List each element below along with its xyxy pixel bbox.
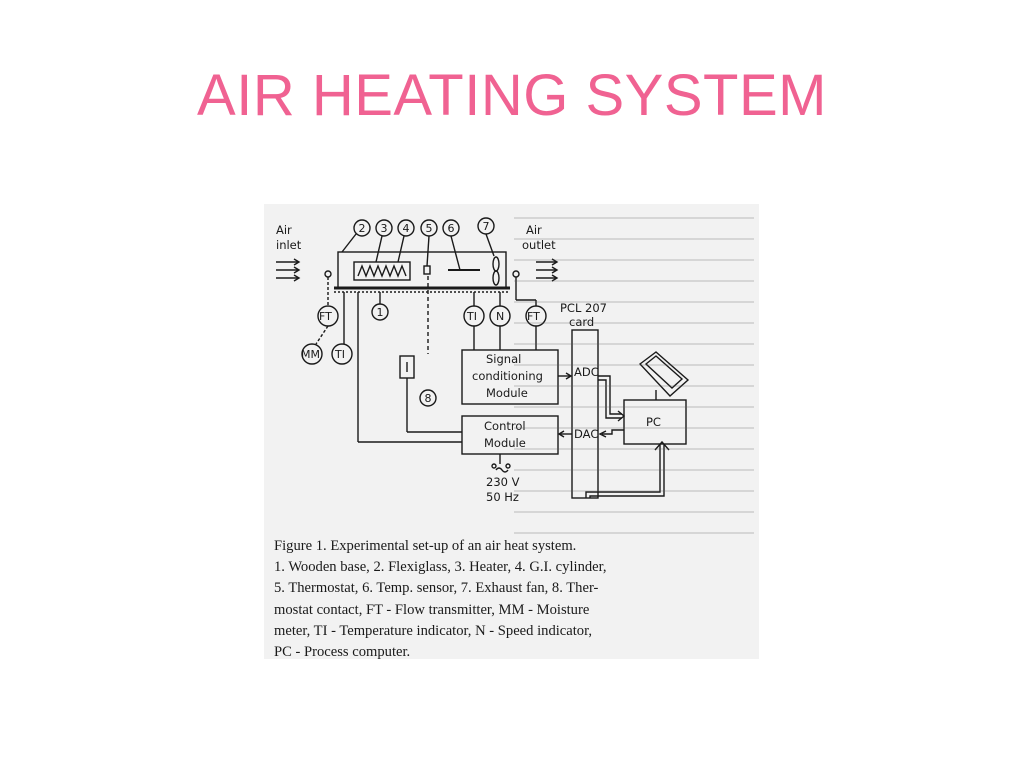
- power-label-1: 230 V: [486, 475, 520, 489]
- signal-conditioning-module: [461, 349, 559, 405]
- signal-label-2: conditioning: [472, 369, 543, 383]
- caption-line-4: mostat contact, FT - Flow transmitter, M…: [274, 601, 590, 618]
- n-speed-label: N: [496, 310, 504, 323]
- caption-line-3: 5. Thermostat, 6. Temp. sensor, 7. Exhau…: [274, 580, 599, 597]
- monitor-icon: [638, 351, 690, 400]
- marker-3: 3: [381, 222, 388, 235]
- signal-label-1: Signal: [486, 352, 521, 366]
- ft-left-label: FT: [319, 310, 332, 323]
- air-outlet-label-1: Air: [526, 223, 542, 237]
- figure-caption: Figure 1. Experimental set-up of an air …: [274, 536, 706, 663]
- caption-line-5: meter, TI - Temperature indicator, N - S…: [274, 622, 593, 639]
- outlet-arrows: [536, 258, 559, 282]
- marker-8: 8: [425, 392, 432, 405]
- pcl-card: [571, 329, 599, 499]
- marker-5: 5: [426, 222, 433, 235]
- marker-6: 6: [448, 222, 455, 235]
- ft-right-label: FT: [527, 310, 540, 323]
- thermostat-contact: [399, 276, 462, 433]
- mm-label: MM: [301, 348, 320, 361]
- number-markers: 2 3 4 5 6 7 1 8: [341, 217, 495, 407]
- ti-left-label: TI: [334, 348, 345, 361]
- left-instruments: FT MM TI: [301, 277, 353, 365]
- data-link-arrows: [585, 375, 670, 498]
- control-label-2: Module: [484, 436, 526, 450]
- pc-box: [623, 399, 687, 445]
- marker-4: 4: [403, 222, 410, 235]
- inlet-arrows: [276, 258, 301, 282]
- caption-line-2: 1. Wooden base, 2. Flexiglass, 3. Heater…: [274, 559, 607, 576]
- dac-label: DAC: [574, 427, 598, 441]
- marker-2: 2: [359, 222, 366, 235]
- power-label-2: 50 Hz: [486, 490, 519, 504]
- air-heating-diagram: Air inlet Air outlet: [276, 217, 690, 504]
- power-supply: [491, 454, 511, 473]
- control-module: [461, 415, 559, 455]
- air-outlet-label-2: outlet: [522, 238, 556, 252]
- adc-label: ADC: [574, 365, 599, 379]
- air-inlet-label-2: inlet: [276, 238, 302, 252]
- pc-label: PC: [646, 415, 661, 429]
- pcl-label-2: card: [569, 315, 594, 329]
- marker-1: 1: [377, 306, 384, 319]
- air-duct: [324, 251, 520, 293]
- caption-line-1: Figure 1. Experimental set-up of an air …: [274, 538, 577, 554]
- control-label-1: Control: [484, 419, 526, 433]
- marker-7: 7: [483, 220, 490, 233]
- slide-title: AIR HEATING SYSTEM: [197, 63, 827, 128]
- air-inlet-label-1: Air: [276, 223, 292, 237]
- signal-label-3: Module: [486, 386, 528, 400]
- pcl-label-1: PCL 207: [560, 301, 607, 315]
- figure-image: Air inlet Air outlet: [264, 204, 759, 659]
- caption-line-6: PC - Process computer.: [274, 644, 411, 661]
- right-instruments: TI N FT: [463, 277, 547, 350]
- ti-right-label: TI: [466, 310, 477, 323]
- scan-bleed-through: [514, 204, 754, 534]
